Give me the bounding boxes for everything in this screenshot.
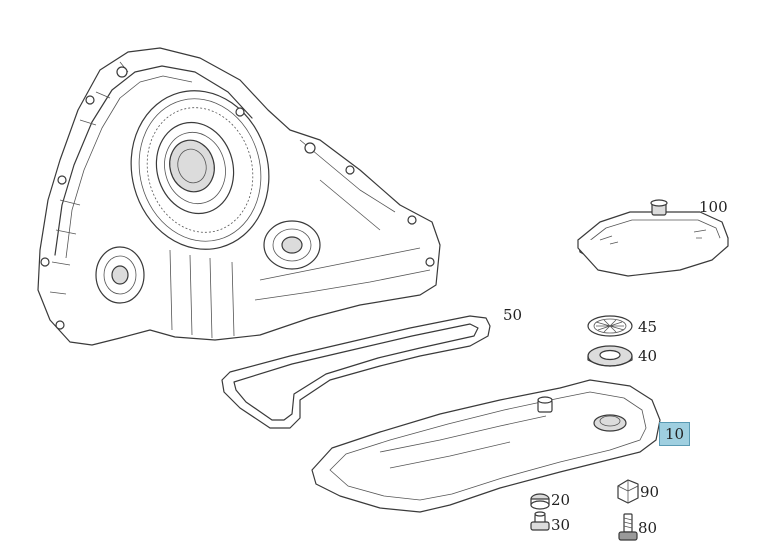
part-label-80[interactable]: 80 (638, 519, 658, 537)
transmission-housing (37, 47, 441, 346)
part-label-45[interactable]: 45 (638, 318, 658, 336)
part-label-40[interactable]: 40 (638, 347, 658, 365)
part-10-oil-pan (311, 379, 661, 513)
part-45-screen (587, 315, 633, 337)
part-20-plug-seal (530, 493, 550, 510)
part-label-10[interactable]: 10 (659, 422, 691, 446)
part-30-drain-plug (530, 511, 550, 531)
part-50-gasket (221, 315, 491, 429)
part-label-100[interactable]: 100 (699, 198, 728, 216)
part-label-20[interactable]: 20 (551, 491, 571, 509)
part-label-90[interactable]: 90 (640, 483, 660, 501)
part-label-50[interactable]: 50 (503, 306, 523, 324)
part-40-ring (587, 345, 633, 367)
part-90-clip (617, 479, 639, 504)
part-80-bolt (618, 513, 638, 541)
part-100-filter (577, 199, 729, 277)
part-label-30[interactable]: 30 (551, 516, 571, 534)
